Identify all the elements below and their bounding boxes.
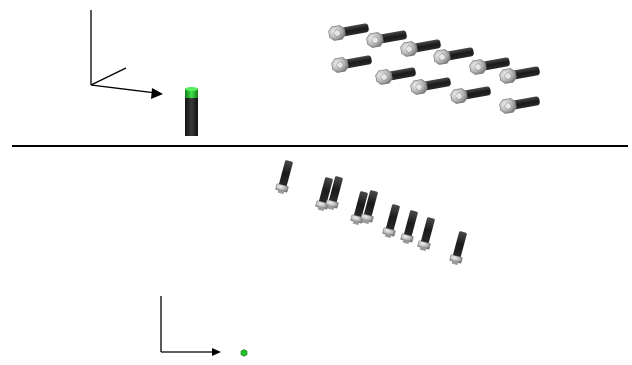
bolt-icon <box>499 96 540 114</box>
bolt-icon <box>499 66 540 84</box>
bolt-icon <box>360 190 378 225</box>
top-bolt-group <box>328 23 540 114</box>
bolt-icon <box>331 55 372 73</box>
axis-2d-icon <box>160 296 221 356</box>
bolt-icon <box>350 191 368 226</box>
bolt-icon <box>449 231 467 266</box>
marker-dot-icon <box>240 349 248 357</box>
bolt-icon <box>410 77 451 95</box>
bolt-icon <box>366 30 407 48</box>
bolt-icon <box>315 177 333 212</box>
bolt-icon <box>450 86 491 104</box>
axis-triad-icon <box>90 10 163 99</box>
bolt-icon <box>469 57 510 75</box>
bottom-view <box>160 160 467 357</box>
bolt-icon <box>417 217 435 252</box>
top-view <box>90 10 540 136</box>
bolt-icon <box>275 160 293 195</box>
bolt-icon <box>382 204 400 239</box>
bolt-icon <box>325 176 343 211</box>
bolt-icon <box>375 67 416 85</box>
sensor-post-icon <box>185 87 198 136</box>
bolt-icon <box>400 210 418 245</box>
bolt-icon <box>433 47 474 65</box>
bolt-icon <box>400 39 441 57</box>
bolt-icon <box>328 23 369 41</box>
bottom-bolt-group <box>275 160 467 266</box>
